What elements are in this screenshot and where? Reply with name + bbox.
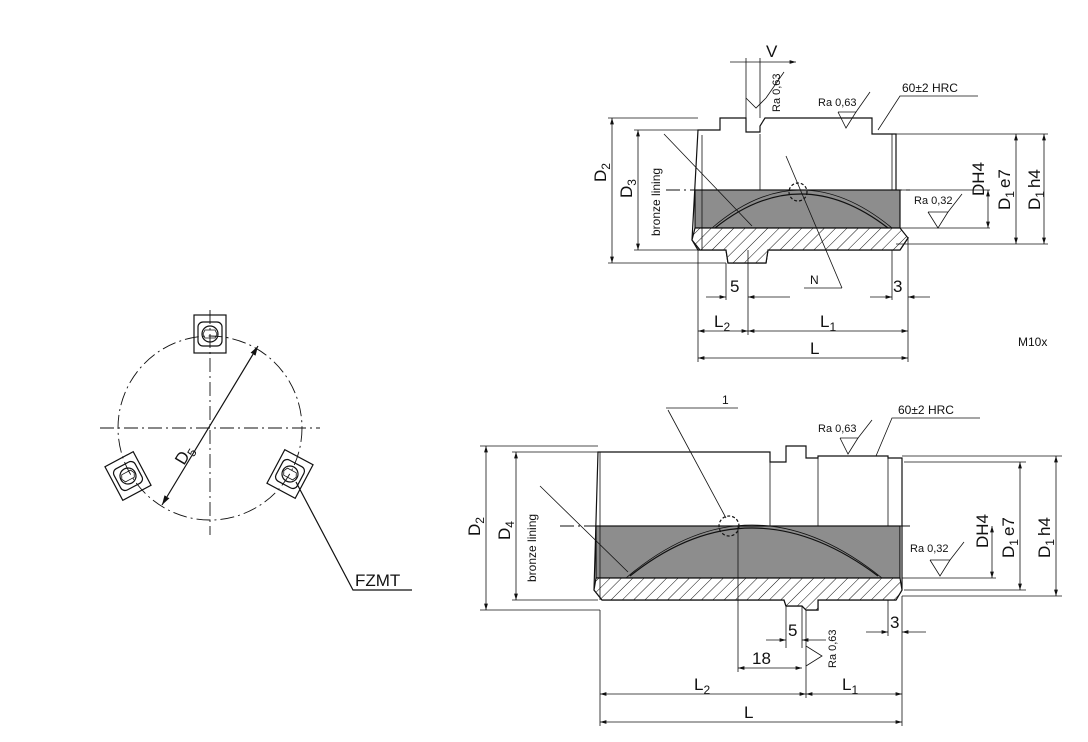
bottom-d4-label: D4 bbox=[495, 521, 517, 540]
top-l2-label: L2 bbox=[714, 312, 730, 334]
top-five-label: 5 bbox=[730, 277, 739, 296]
d5-label: D5 bbox=[171, 442, 200, 470]
bottom-d1h4-label: D1h4 bbox=[1035, 517, 1057, 558]
bottom-hardness-leader bbox=[875, 417, 980, 457]
bolt-circle-view: D5 FZMT bbox=[100, 310, 412, 591]
bottom-d1e7-label: D1e7 bbox=[999, 517, 1021, 558]
top-bronze-lining bbox=[694, 189, 901, 229]
d3-label: D3 bbox=[617, 179, 639, 198]
bottom-hatched-wall bbox=[593, 577, 903, 611]
mounting-block-right bbox=[266, 448, 314, 500]
bottom-bronze-lining bbox=[595, 525, 901, 579]
v-label: V bbox=[766, 42, 778, 61]
hardness-leader bbox=[877, 95, 978, 131]
bottom-eighteen-label: 18 bbox=[752, 649, 771, 668]
top-hatched-wall bbox=[691, 227, 909, 264]
dh4-label: DH4 bbox=[969, 162, 988, 196]
n-label: N bbox=[810, 273, 819, 287]
mounting-block-left bbox=[104, 450, 152, 502]
ra-flange-label: Ra 0,63 bbox=[771, 73, 783, 112]
bottom-bronze-lining-label: bronze lining bbox=[525, 514, 539, 582]
top-lube-hole bbox=[788, 182, 808, 202]
bottom-section-view: 1 Ra 0,63 60±2 HRC D2 D4 bronze lining D… bbox=[465, 393, 1062, 726]
model-label: M10x bbox=[1018, 335, 1047, 349]
top-lining-leader bbox=[663, 133, 753, 227]
d1e7-label: D1e7 bbox=[995, 169, 1017, 210]
bottom-dh4-label: DH4 bbox=[973, 514, 992, 548]
d2-label: D2 bbox=[591, 163, 613, 182]
bottom-l-label: L bbox=[744, 703, 753, 722]
top-l-label: L bbox=[810, 339, 819, 358]
bottom-l1-label: L1 bbox=[842, 675, 858, 697]
bottom-hardness-label: 60±2 HRC bbox=[898, 403, 954, 417]
bottom-five-label: 5 bbox=[788, 621, 797, 640]
ra-bore-label: Ra 0,32 bbox=[914, 195, 953, 207]
bottom-ra-surface-label: Ra 0,63 bbox=[818, 423, 857, 435]
hardness-label: 60±2 HRC bbox=[902, 81, 958, 95]
fzmt-leader bbox=[295, 481, 412, 591]
top-groove-arc bbox=[714, 193, 889, 229]
bottom-three-label: 3 bbox=[890, 613, 899, 632]
top-three-label: 3 bbox=[893, 277, 902, 296]
bottom-d2-label: D2 bbox=[465, 517, 487, 536]
fzmt-callout: FZMT bbox=[355, 571, 400, 590]
item-one-label: 1 bbox=[722, 393, 729, 407]
bottom-groove-arc bbox=[629, 527, 879, 577]
bottom-lining-leader bbox=[539, 485, 629, 573]
top-section-view: V Ra 0,63 Ra 0,63 60±2 HRC D2 D3 bronze … bbox=[591, 42, 1048, 362]
ra-surface-label: Ra 0,63 bbox=[818, 97, 857, 109]
d5-dimension-line bbox=[161, 345, 259, 506]
bottom-ra-groove-label: Ra 0,63 bbox=[827, 629, 839, 668]
bottom-l2-label: L2 bbox=[694, 675, 710, 697]
d1h4-label: D1h4 bbox=[1025, 169, 1047, 210]
top-l1-label: L1 bbox=[820, 312, 836, 334]
bottom-ra-bore-label: Ra 0,32 bbox=[910, 543, 949, 555]
top-bronze-lining-label: bronze lining bbox=[649, 168, 663, 236]
